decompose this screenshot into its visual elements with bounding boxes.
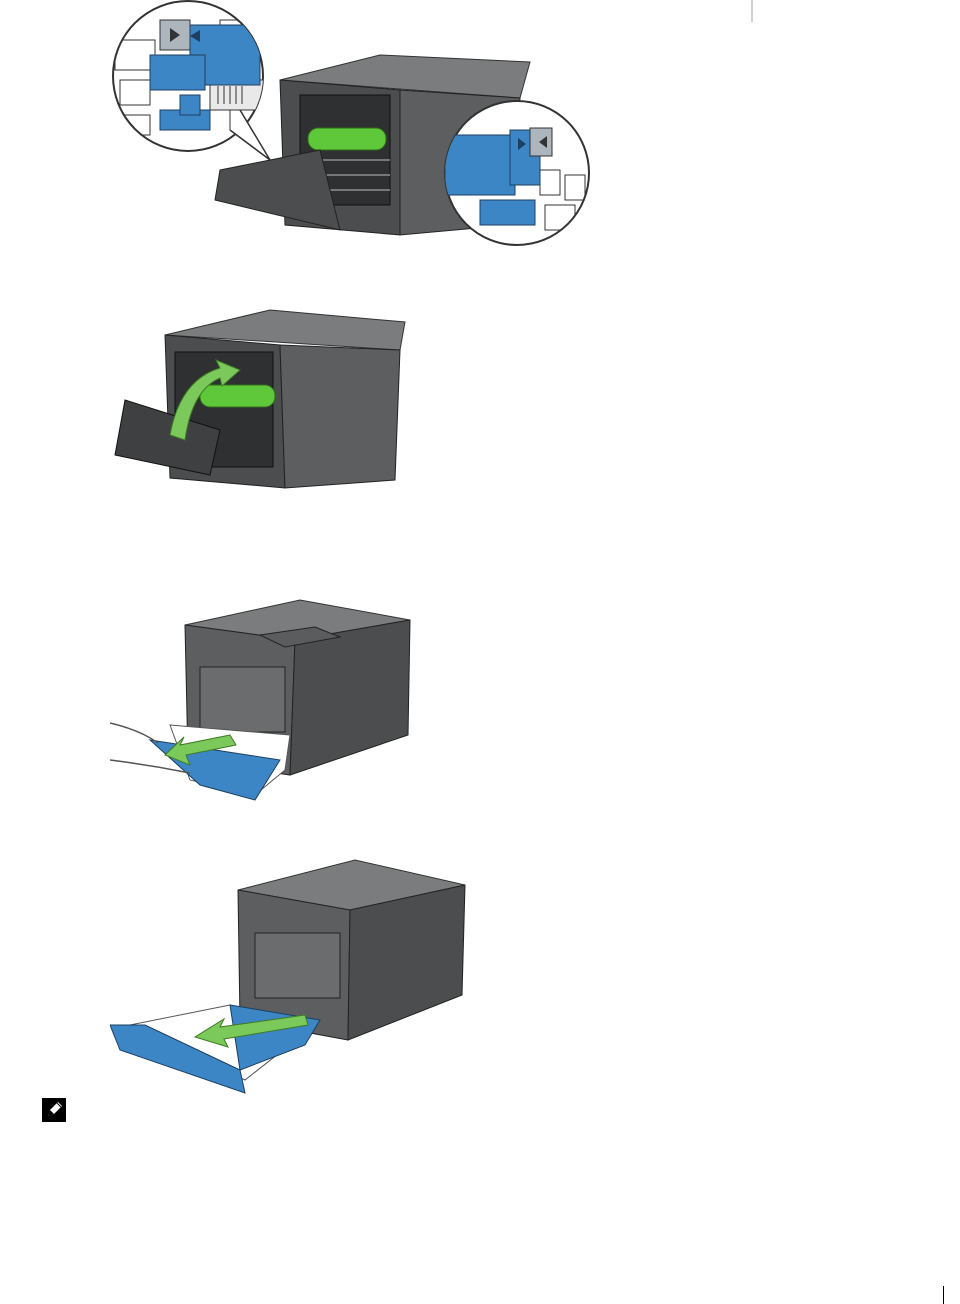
figure-lock-levers	[100, 0, 600, 260]
zoom-callout-left	[113, 1, 270, 160]
page-number-rule	[943, 1286, 944, 1304]
zoom-callout-right	[445, 101, 589, 245]
figure-close-rear-cover	[100, 300, 420, 495]
pencil-note-icon	[42, 1098, 66, 1122]
top-margin-line	[751, 0, 753, 22]
paper-tray	[150, 725, 290, 800]
printer-rear-view-2	[115, 310, 405, 488]
figure-remove-paper	[110, 855, 470, 1095]
figure-pull-tray	[110, 595, 420, 805]
